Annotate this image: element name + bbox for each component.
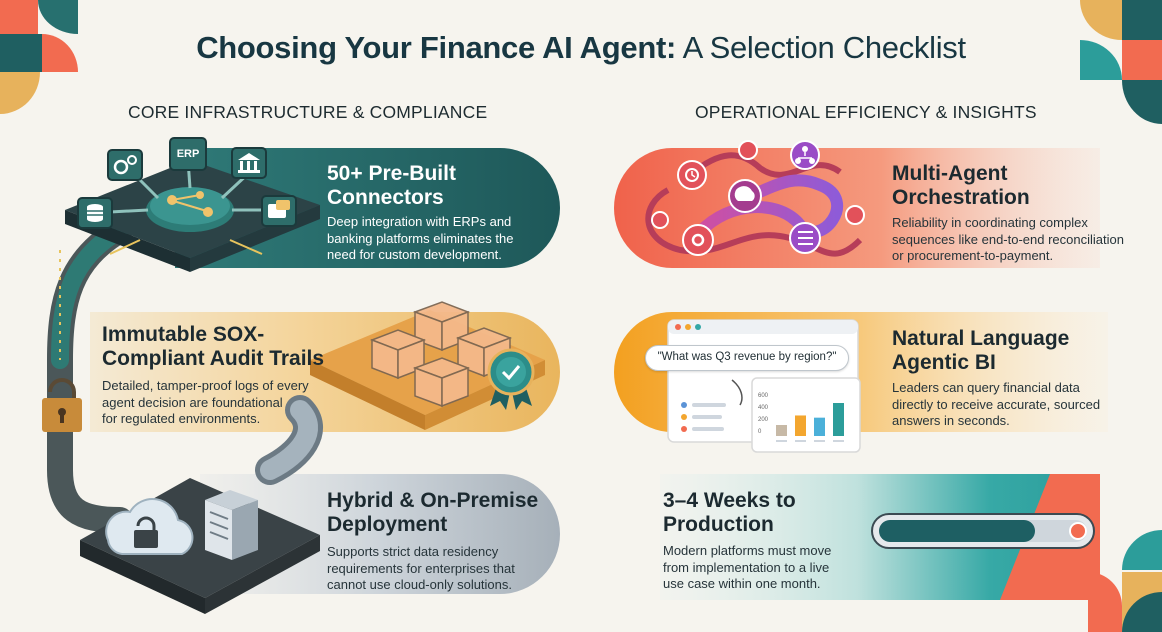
hierarchy-icon: [795, 146, 815, 164]
progress-bar-fill: [879, 520, 1035, 542]
weeks-title-line-2: Production: [663, 513, 774, 536]
nlbi-title-line-2: Agentic BI: [892, 351, 996, 374]
erp-label: ERP: [176, 148, 200, 160]
connectors-desc-line-2: banking platforms eliminates the: [327, 230, 514, 246]
bi-bar-label-placeholder: [833, 440, 844, 442]
list-icon: [798, 231, 813, 245]
bi-bar-label-placeholder: [776, 440, 787, 442]
orchestration-desc-line-2: sequences like end-to-end reconciliation: [892, 231, 1124, 247]
hybrid-description: Supports strict data residency requireme…: [327, 544, 515, 594]
padlock-icon: [42, 378, 82, 432]
nlbi-title: Natural Language Agentic BI: [892, 327, 1069, 375]
connectors-desc-line-1: Deep integration with ERPs and: [327, 214, 512, 229]
weeks-title: 3–4 Weeks to Production: [663, 489, 796, 537]
cloud-lock-icon: [105, 498, 194, 555]
hybrid-desc-line-3: cannot use cloud-only solutions.: [327, 577, 513, 592]
weeks-description: Modern platforms must move from implemen…: [663, 543, 831, 593]
bank-icon: [238, 153, 260, 173]
document-card-icon: [268, 200, 290, 218]
audit-desc-line-1: Detailed, tamper-proof logs of every: [102, 378, 309, 393]
corner-decor-bottom-right: [1088, 530, 1162, 632]
audit-description: Detailed, tamper-proof logs of every age…: [102, 378, 309, 428]
gear-icon: [691, 233, 705, 247]
connectors-title-line-2: Connectors: [327, 186, 444, 209]
audit-title: Immutable SOX- Compliant Audit Trails: [102, 323, 324, 371]
server-icon: [205, 490, 258, 560]
page-title-bold: Choosing Your Finance AI Agent:: [196, 30, 677, 65]
connectors-title: 50+ Pre-Built Connectors: [327, 162, 456, 210]
nlbi-title-line-1: Natural Language: [892, 327, 1070, 350]
audit-desc-line-2: agent decision are foundational: [102, 394, 283, 410]
bi-axis-ticks: 600 400 200 0: [758, 390, 772, 438]
section-heading-right: OPERATIONAL EFFICIENCY & INSIGHTS: [695, 102, 1037, 122]
progress-capsule: [871, 513, 1095, 549]
nlbi-desc-line-1: Leaders can query financial data: [892, 380, 1080, 395]
bi-bar: [814, 417, 825, 436]
bi-bar: [776, 425, 787, 436]
corner-decor-top-right: [1080, 0, 1162, 124]
nlbi-desc-line-2: directly to receive accurate, sourced: [892, 396, 1101, 412]
orchestration-title: Multi-Agent Orchestration: [892, 162, 1030, 210]
orchestration-desc-line-1: Reliability in coordinating complex: [892, 215, 1088, 230]
bi-bar-label-placeholder: [795, 440, 806, 442]
bi-axis-tick: 200: [758, 417, 769, 423]
page-title: Choosing Your Finance AI Agent: A Select…: [0, 30, 1162, 66]
orchestration-title-line-1: Multi-Agent: [892, 162, 1008, 185]
weeks-desc-line-3: use case within one month.: [663, 576, 821, 591]
orchestration-description: Reliability in coordinating complex sequ…: [892, 215, 1124, 265]
verified-seal-icon: [487, 348, 535, 410]
connectors-desc-line-3: need for custom development.: [327, 247, 502, 262]
hybrid-title-line-1: Hybrid & On-Premise: [327, 489, 539, 512]
audit-title-line-1: Immutable SOX-: [102, 323, 265, 346]
connectors-description: Deep integration with ERPs and banking p…: [327, 214, 513, 264]
clock-icon: [685, 168, 699, 182]
section-heading-left: CORE INFRASTRUCTURE & COMPLIANCE: [128, 102, 488, 122]
brain-gear-icon: [734, 186, 755, 201]
audit-desc-line-3: for regulated environments.: [102, 411, 261, 426]
orchestration-title-line-2: Orchestration: [892, 186, 1030, 209]
bi-bar: [833, 403, 844, 436]
connectors-title-line-1: 50+ Pre-Built: [327, 162, 456, 185]
query-bubble: "What was Q3 revenue by region?": [645, 345, 849, 371]
bi-axis-tick: 600: [758, 393, 769, 399]
bi-axis-tick: 400: [758, 405, 769, 411]
bi-axis-tick: 0: [758, 429, 762, 435]
weeks-title-line-1: 3–4 Weeks to: [663, 489, 796, 512]
bi-bar-label-placeholder: [814, 440, 825, 442]
nlbi-description: Leaders can query financial data directl…: [892, 380, 1100, 430]
corner-decor-top-left: [0, 0, 78, 114]
hybrid-title: Hybrid & On-Premise Deployment: [327, 489, 538, 537]
connector-hub-platform: [65, 137, 320, 272]
bi-bar-chart: [776, 403, 844, 442]
page-title-rest: A Selection Checklist: [676, 30, 966, 65]
hybrid-desc-line-2: requirements for enterprises that: [327, 560, 515, 576]
weeks-desc-line-2: from implementation to a live: [663, 559, 830, 575]
nlbi-desc-line-3: answers in seconds.: [892, 413, 1010, 428]
audit-title-line-2: Compliant Audit Trails: [102, 347, 325, 370]
hybrid-desc-line-1: Supports strict data residency: [327, 544, 499, 559]
weeks-desc-line-1: Modern platforms must move: [663, 543, 832, 558]
hybrid-title-line-2: Deployment: [327, 513, 448, 536]
database-icon: [87, 204, 103, 222]
bi-bar: [795, 415, 806, 436]
gears-icon: [113, 155, 137, 175]
orchestration-desc-line-3: or procurement-to-payment.: [892, 248, 1054, 263]
